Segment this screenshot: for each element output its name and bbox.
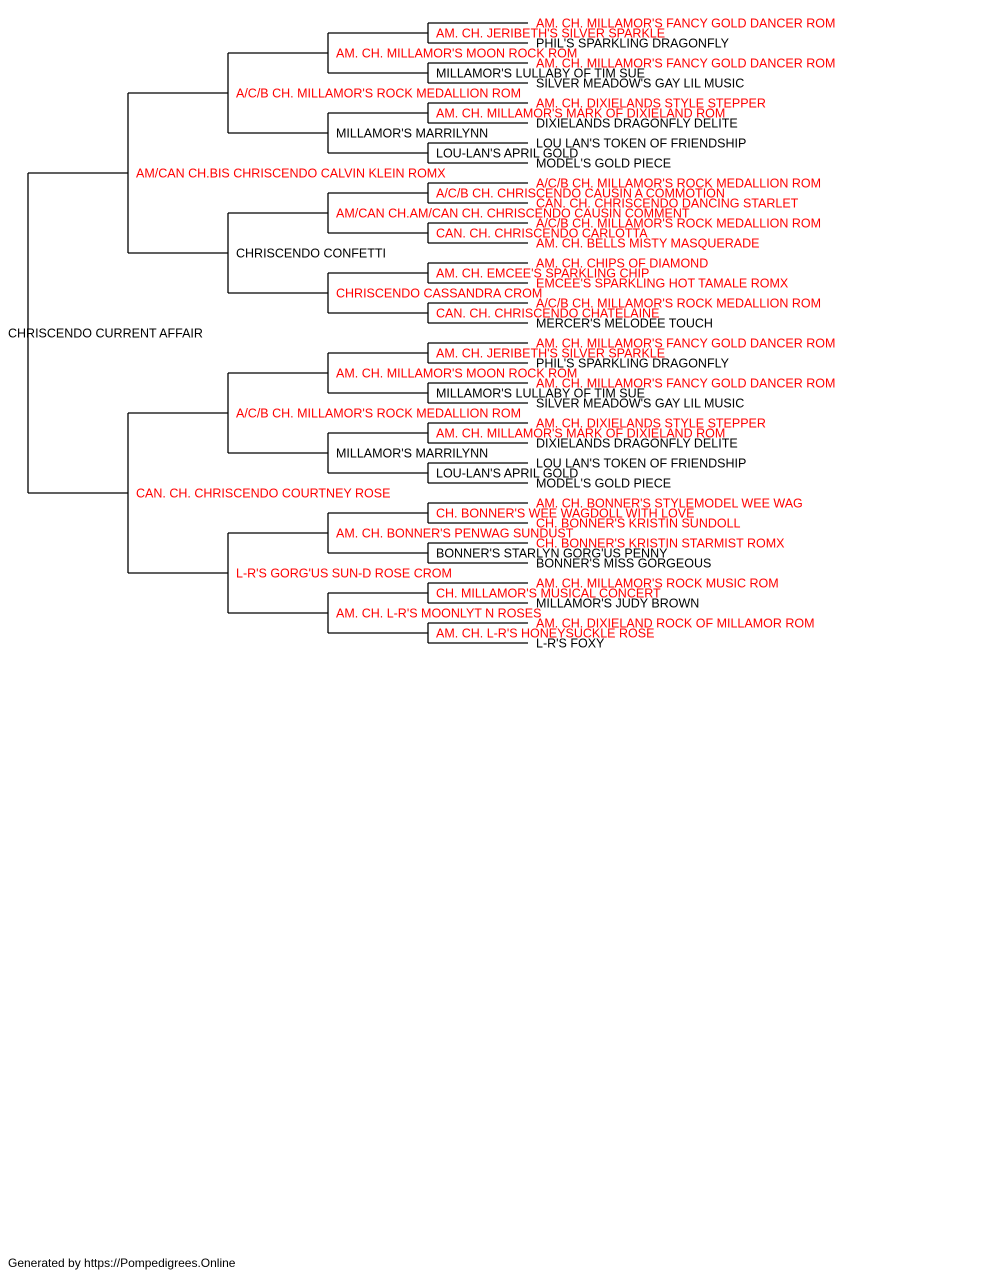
ggg-grandparent-name-dam: MODEL'S GOLD PIECE: [536, 157, 671, 171]
gg-grandparent-name-sire: A/C/B CH. CHRISCENDO CAUSIN A COMMOTION: [436, 187, 725, 201]
great-grandparent-name-dam: CHRISCENDO CASSANDRA CROM: [336, 287, 542, 301]
ggg-grandparent-name-sire: AM. CH. MILLAMOR'S FANCY GOLD DANCER ROM: [536, 57, 835, 71]
ggg-grandparent-name-dam: MERCER'S MELODEE TOUCH: [536, 317, 713, 331]
ggg-grandparent-name-dam: MODEL'S GOLD PIECE: [536, 477, 671, 491]
ggg-grandparent-name-sire: CH. BONNER'S KRISTIN STARMIST ROMX: [536, 537, 785, 551]
ggg-grandparent-name-sire: AM. CH. MILLAMOR'S FANCY GOLD DANCER ROM: [536, 17, 835, 31]
ggg-grandparent-name-sire: A/C/B CH. MILLAMOR'S ROCK MEDALLION ROM: [536, 177, 821, 191]
ggg-grandparent-name-dam: SILVER MEADOW'S GAY LIL MUSIC: [536, 397, 744, 411]
ggg-grandparent-name-dam: PHIL'S SPARKLING DRAGONFLY: [536, 37, 730, 51]
grandparent-name-dam: L-R'S GORG'US SUN-D ROSE CROM: [236, 567, 452, 581]
ggg-grandparent-name-sire: AM. CH. MILLAMOR'S FANCY GOLD DANCER ROM: [536, 377, 835, 391]
ggg-grandparent-name-dam: CH. BONNER'S KRISTIN SUNDOLL: [536, 517, 741, 531]
ggg-grandparent-name-sire: A/C/B CH. MILLAMOR'S ROCK MEDALLION ROM: [536, 217, 821, 231]
parent-name-sire: AM/CAN CH.BIS CHRISCENDO CALVIN KLEIN RO…: [136, 167, 446, 181]
great-grandparent-name-dam: MILLAMOR'S MARRILYNN: [336, 127, 488, 141]
ggg-grandparent-name-sire: AM. CH. CHIPS OF DIAMOND: [536, 257, 708, 271]
gg-grandparent-name-dam: MILLAMOR'S LULLABY OF TIM SUE: [436, 67, 645, 81]
ggg-grandparent-name-sire: AM. CH. MILLAMOR'S ROCK MUSIC ROM: [536, 577, 779, 591]
ggg-grandparent-name-dam: AM. CH. BELLS MISTY MASQUERADE: [536, 237, 759, 251]
ggg-grandparent-name-sire: LOU LAN'S TOKEN OF FRIENDSHIP: [536, 137, 746, 151]
gg-grandparent-name-dam: MILLAMOR'S LULLABY OF TIM SUE: [436, 387, 645, 401]
grandparent-name-sire: A/C/B CH. MILLAMOR'S ROCK MEDALLION ROM: [236, 407, 521, 421]
gg-grandparent-name-sire: CH. BONNER'S WEE WAGDOLL WITH LOVE: [436, 507, 694, 521]
parent-name-dam: CAN. CH. CHRISCENDO COURTNEY ROSE: [136, 487, 390, 501]
ggg-grandparent-name-sire: LOU LAN'S TOKEN OF FRIENDSHIP: [536, 457, 746, 471]
gg-grandparent-name-sire: CH. MILLAMOR'S MUSICAL CONCERT: [436, 587, 661, 601]
ggg-grandparent-name-dam: SILVER MEADOW'S GAY LIL MUSIC: [536, 77, 744, 91]
grandparent-name-dam: CHRISCENDO CONFETTI: [236, 247, 386, 261]
ggg-grandparent-name-dam: MILLAMOR'S JUDY BROWN: [536, 597, 699, 611]
ggg-grandparent-name-sire: AM. CH. DIXIELANDS STYLE STEPPER: [536, 417, 766, 431]
footer-credit: Generated by https://Pompedigrees.Online: [8, 1256, 236, 1270]
gg-grandparent-name-dam: CAN. CH. CHRISCENDO CARLOTTA: [436, 227, 648, 241]
ggg-grandparent-name-dam: L-R'S FOXY: [536, 637, 605, 651]
gg-grandparent-name-dam: LOU-LAN'S APRIL GOLD: [436, 467, 578, 481]
ggg-grandparent-name-sire: AM. CH. MILLAMOR'S FANCY GOLD DANCER ROM: [536, 337, 835, 351]
ggg-grandparent-name-dam: DIXIELANDS DRAGONFLY DELITE: [536, 117, 738, 131]
great-grandparent-name-sire: AM/CAN CH.AM/CAN CH. CHRISCENDO CAUSIN C…: [336, 207, 690, 221]
ggg-grandparent-name-dam: CAN. CH. CHRISCENDO DANCING STARLET: [536, 197, 799, 211]
gg-grandparent-name-sire: AM. CH. EMCEE'S SPARKLING CHIP: [436, 267, 649, 281]
ggg-grandparent-name-sire: A/C/B CH. MILLAMOR'S ROCK MEDALLION ROM: [536, 297, 821, 311]
ggg-grandparent-name-sire: AM. CH. BONNER'S STYLEMODEL WEE WAG: [536, 497, 803, 511]
great-grandparent-name-sire: AM. CH. MILLAMOR'S MOON ROCK ROM: [336, 367, 577, 381]
ggg-grandparent-name-dam: BONNER'S MISS GORGEOUS: [536, 557, 711, 571]
ggg-grandparent-name-sire: AM. CH. DIXIELAND ROCK OF MILLAMOR ROM: [536, 617, 815, 631]
great-grandparent-name-sire: AM. CH. MILLAMOR'S MOON ROCK ROM: [336, 47, 577, 61]
ggg-grandparent-name-dam: DIXIELANDS DRAGONFLY DELITE: [536, 437, 738, 451]
ggg-grandparent-name-sire: AM. CH. DIXIELANDS STYLE STEPPER: [536, 97, 766, 111]
gg-grandparent-name-sire: AM. CH. JERIBETH'S SILVER SPARKLE: [436, 27, 665, 41]
great-grandparent-name-sire: AM. CH. BONNER'S PENWAG SUNDUST: [336, 527, 574, 541]
gg-grandparent-name-dam: BONNER'S STARLYN GORG'US PENNY: [436, 547, 668, 561]
gg-grandparent-name-sire: AM. CH. MILLAMOR'S MARK OF DIXIELAND ROM: [436, 427, 725, 441]
gg-grandparent-name-dam: CAN. CH. CHRISCENDO CHATELAINE: [436, 307, 659, 321]
ggg-grandparent-name-dam: EMCEE'S SPARKLING HOT TAMALE ROMX: [536, 277, 789, 291]
ggg-grandparent-name-dam: PHIL'S SPARKLING DRAGONFLY: [536, 357, 730, 371]
subject-name: CHRISCENDO CURRENT AFFAIR: [8, 327, 203, 341]
gg-grandparent-name-dam: LOU-LAN'S APRIL GOLD: [436, 147, 578, 161]
great-grandparent-name-dam: MILLAMOR'S MARRILYNN: [336, 447, 488, 461]
gg-grandparent-name-sire: AM. CH. MILLAMOR'S MARK OF DIXIELAND ROM: [436, 107, 725, 121]
gg-grandparent-name-dam: AM. CH. L-R'S HONEYSUCKLE ROSE: [436, 627, 654, 641]
great-grandparent-name-dam: AM. CH. L-R'S MOONLYT N ROSES: [336, 607, 541, 621]
gg-grandparent-name-sire: AM. CH. JERIBETH'S SILVER SPARKLE: [436, 347, 665, 361]
grandparent-name-sire: A/C/B CH. MILLAMOR'S ROCK MEDALLION ROM: [236, 87, 521, 101]
